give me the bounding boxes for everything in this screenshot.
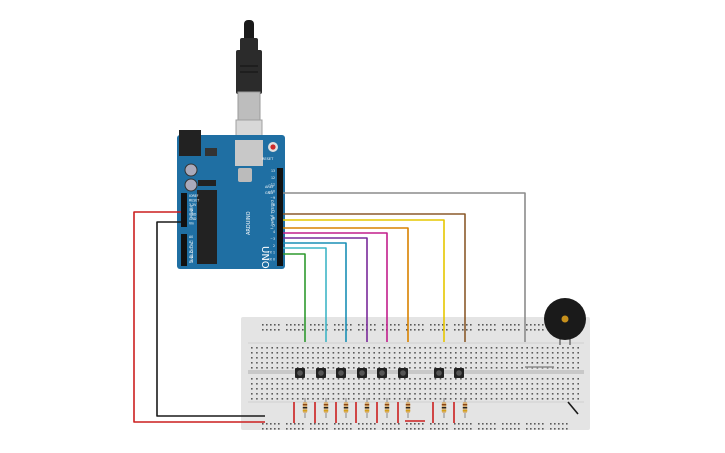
power-header-label: POWER: [190, 204, 194, 218]
wire-green: [283, 253, 306, 342]
digital-pin-label: 7: [273, 210, 275, 214]
wire-magenta: [283, 232, 388, 342]
analog-header-label: ANALOG IN: [190, 242, 194, 262]
push-button[interactable]: [316, 368, 326, 378]
digital-header-label: DIGITAL (PWM~): [270, 200, 274, 230]
wire-gray: [283, 192, 526, 342]
digital-pin-label: ~3: [270, 237, 275, 241]
digital-pin-label: 13: [271, 169, 275, 173]
wire-teal: [283, 242, 347, 342]
digital-pin-label: RX 0: [268, 257, 275, 261]
breadboard[interactable]: [241, 317, 590, 430]
push-button[interactable]: [398, 368, 408, 378]
analog-pin-label: A3: [189, 250, 193, 254]
resistor: [302, 398, 308, 418]
power-pin-label: 5V: [189, 208, 194, 212]
digital-pin-label: ~10: [268, 189, 275, 193]
resistor: [462, 398, 468, 418]
push-button[interactable]: [377, 368, 387, 378]
wire-brown: [283, 213, 466, 342]
microcontroller-chip: [197, 190, 217, 264]
analog-pin-label: A2: [189, 245, 193, 249]
digital-pin-label: ~11: [268, 183, 275, 187]
digital-pin-label: 4: [273, 230, 275, 234]
resistor: [441, 398, 447, 418]
resistor: [364, 398, 370, 418]
power-header: [181, 193, 187, 227]
wire-cyan: [283, 247, 327, 342]
breadboard-holes: [251, 324, 579, 430]
power-jack: [179, 130, 201, 156]
resistor: [343, 398, 349, 418]
push-button[interactable]: [454, 368, 464, 378]
wire-black: [156, 221, 265, 417]
resistor: [405, 398, 411, 418]
analog-pin-label: A1: [189, 240, 193, 244]
push-button[interactable]: [295, 368, 305, 378]
digital-pin-labels: 13 12 ~11 ~10 ~9 8 7 ~6 ~5 4 ~3 2 TX 1 RX 0: [267, 169, 275, 261]
digital-pin-label: ~6: [270, 217, 275, 221]
piezo-buzzer[interactable]: [544, 298, 586, 345]
wires: [133, 192, 579, 423]
power-pin-label: RESET: [189, 199, 199, 203]
digital-pin-label: ~5: [270, 223, 275, 227]
analog-pin-label: A0: [189, 235, 193, 239]
power-pin-label: 3.3V: [189, 203, 197, 207]
push-buttons[interactable]: [295, 368, 464, 378]
aref-label: AREF: [265, 185, 274, 189]
digital-pin-label: 2: [273, 244, 275, 248]
usb-cable: [235, 20, 263, 141]
digital-pin-label: TX 1: [267, 251, 275, 255]
push-button[interactable]: [336, 368, 346, 378]
wire-orange: [283, 227, 409, 342]
digital-pin-label: ~9: [270, 196, 275, 200]
power-pin-label: IOREF: [189, 194, 199, 198]
power-pin-label: Vin: [189, 222, 194, 226]
wire-red: [133, 211, 265, 423]
rail-jumper-black: [567, 401, 579, 415]
push-button[interactable]: [434, 368, 444, 378]
resistor: [323, 398, 329, 418]
digital-pin-label: 8: [273, 203, 275, 207]
buzzer-center: [561, 315, 569, 323]
usb-port: [235, 140, 263, 166]
push-button[interactable]: [357, 368, 367, 378]
resistors: [293, 398, 468, 423]
digital-header: [277, 168, 283, 266]
wire-purple: [283, 237, 368, 342]
reset-label: RESET: [262, 157, 274, 161]
power-pin-label: GND: [189, 217, 197, 221]
power-pin-label: GND: [189, 212, 197, 216]
analog-pin-label: A5: [189, 260, 193, 264]
arduino-logo-text: ARDUINO: [246, 211, 252, 235]
resistor: [384, 398, 390, 418]
arduino-uno-board[interactable]: ARDUINO UNO POWER ANALOG IN DIGITAL (PWM…: [177, 130, 285, 269]
gnd-label: GND: [265, 191, 273, 195]
arduino-model-label: UNO: [259, 246, 270, 269]
digital-pin-label: 12: [271, 176, 275, 180]
analog-pin-label: A4: [189, 255, 193, 259]
wire-yellow: [283, 219, 445, 342]
analog-header: [181, 234, 187, 266]
